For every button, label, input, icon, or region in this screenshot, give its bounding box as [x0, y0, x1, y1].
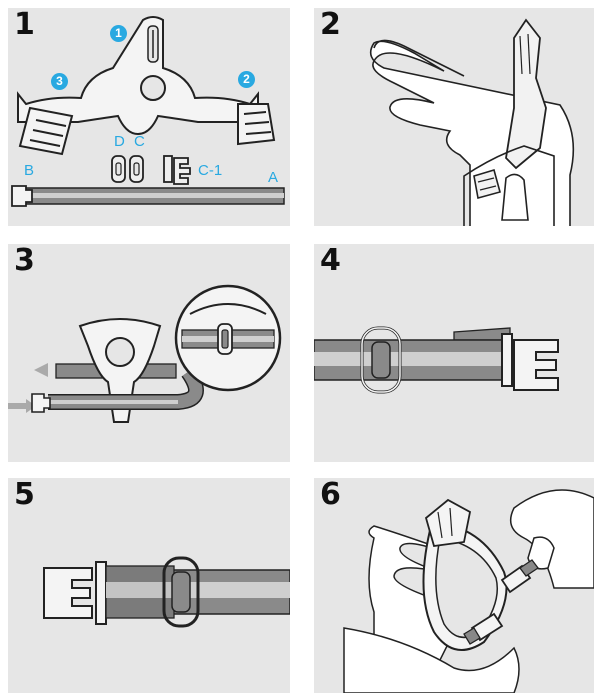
step-number: 1	[14, 8, 35, 42]
badge-part-1: 1	[110, 25, 127, 42]
strap-fastened-illustration	[43, 556, 290, 628]
label-part-b: B	[24, 162, 35, 179]
label-part-a: A	[268, 169, 279, 186]
panel-step-3: 3	[8, 244, 290, 462]
step-number: 6	[320, 478, 341, 512]
strap-threading-illustration	[8, 284, 282, 423]
panel-step-5: 5	[8, 478, 290, 693]
hand-holding-mask-illustration	[369, 18, 575, 226]
step-number: 5	[14, 478, 35, 512]
panel-step-4: 4	[314, 244, 594, 462]
label-part-c: C	[134, 133, 145, 150]
label-part-c1: C-1	[198, 162, 223, 179]
label-part-d: D	[114, 133, 125, 150]
panel-step-2: 2	[314, 8, 594, 226]
mask-buckle-attach-illustration	[343, 489, 594, 693]
badge-part-3: 3	[51, 73, 68, 90]
panel-step-1: 1 1 2 3 D C C-1 B A	[8, 8, 290, 226]
step-number: 2	[320, 8, 341, 42]
step-number: 3	[14, 244, 35, 278]
strap-slider-buckle-illustration	[314, 326, 559, 394]
headgear-parts-illustration	[11, 16, 285, 207]
badge-part-2: 2	[238, 71, 255, 88]
step-number: 4	[320, 244, 341, 278]
panel-step-6: 6	[314, 478, 594, 693]
